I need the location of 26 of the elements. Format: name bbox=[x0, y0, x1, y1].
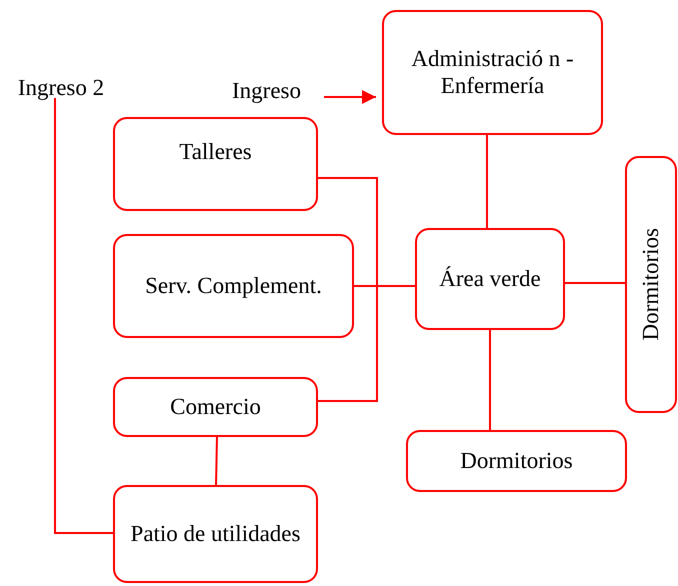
room-label: Patio de utilidades bbox=[130, 520, 300, 548]
entrance-label: Ingreso bbox=[219, 76, 314, 106]
connector-line bbox=[318, 177, 378, 402]
entrance-label: Ingreso 2 bbox=[10, 74, 112, 102]
room-label: Administració n -Enfermería bbox=[410, 46, 575, 99]
connector-line bbox=[215, 436, 218, 486]
room-label: Comercio bbox=[170, 394, 261, 420]
room-box bbox=[113, 117, 318, 211]
room-label: Talleres bbox=[179, 139, 252, 166]
connector-line bbox=[354, 285, 415, 287]
arrow bbox=[324, 90, 376, 104]
connector-line bbox=[489, 330, 491, 430]
connector-line bbox=[565, 282, 625, 284]
room-box bbox=[113, 377, 318, 437]
room-box bbox=[113, 485, 318, 583]
room-box bbox=[625, 156, 677, 413]
room-box bbox=[113, 234, 354, 338]
room-box bbox=[406, 430, 627, 492]
room-label: Dormitorios bbox=[460, 448, 573, 474]
room-label: Dormitorios bbox=[638, 228, 664, 341]
room-box bbox=[382, 10, 603, 135]
room-label: Área verde bbox=[439, 266, 541, 292]
connector-line bbox=[54, 98, 113, 534]
connector-line bbox=[486, 135, 488, 228]
room-box bbox=[415, 228, 565, 330]
room-label: Serv. Complement. bbox=[145, 272, 322, 300]
